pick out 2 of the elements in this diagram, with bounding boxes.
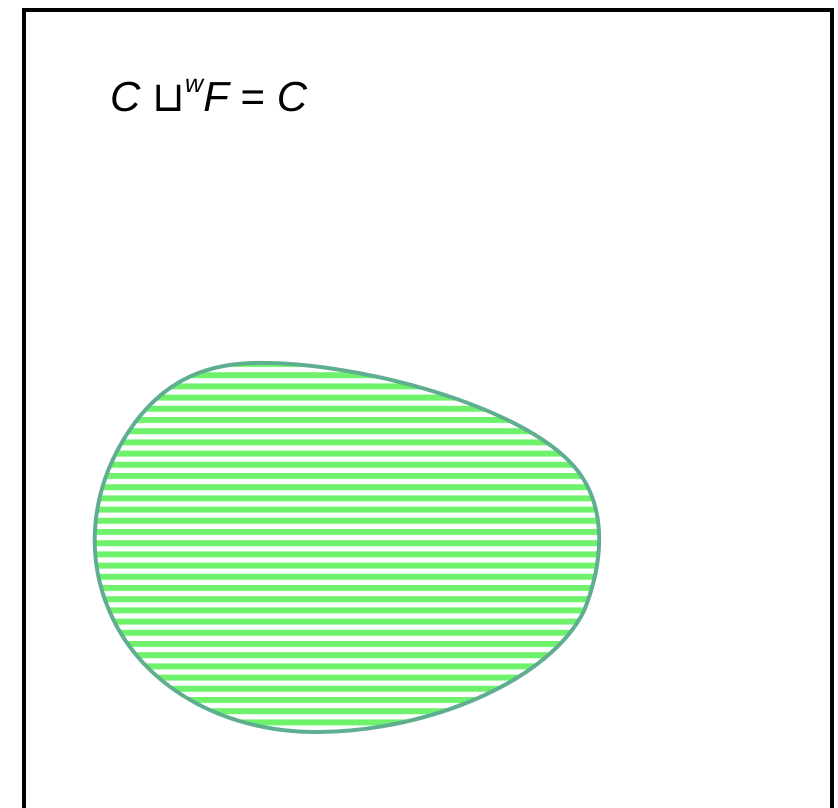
frame-box [22,8,834,808]
formula: C ⊔$^{w}$F = C [110,72,308,121]
